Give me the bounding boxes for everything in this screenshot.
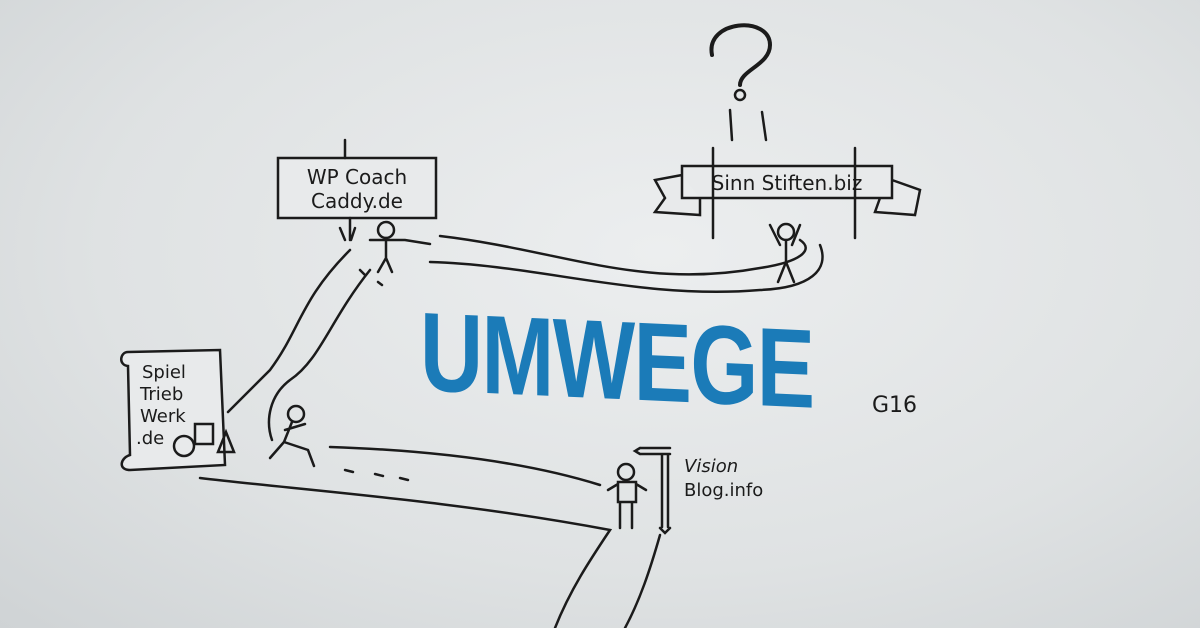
path-line xyxy=(267,268,372,442)
spiel-trieb-scroll xyxy=(120,348,227,472)
figure-running xyxy=(286,404,306,424)
path-line xyxy=(226,248,352,414)
figure-sinn xyxy=(776,222,796,242)
path-dashes xyxy=(343,108,768,482)
spiel-line3: Werk xyxy=(140,406,186,427)
vision-signpost xyxy=(632,446,672,535)
figure-wp xyxy=(376,220,396,240)
path-line xyxy=(328,445,602,487)
wp-coach-line2: Caddy.de xyxy=(311,189,403,213)
wp-coach-line1: WP Coach xyxy=(307,165,407,189)
spiel-line1: Spiel xyxy=(142,362,186,383)
question-mark-dot xyxy=(733,88,747,102)
path-line xyxy=(198,476,613,628)
question-mark-icon xyxy=(709,23,773,87)
wp-coach-sign-board xyxy=(276,156,438,220)
signature: G16 xyxy=(872,393,917,418)
vision-line2: Blog.info xyxy=(684,480,763,501)
path-line xyxy=(438,234,807,276)
figure-vision xyxy=(616,462,636,482)
vision-line1: Vision xyxy=(684,456,738,477)
path-line xyxy=(428,243,824,294)
spiel-line4: .de xyxy=(136,428,164,449)
spiel-line2: Trieb xyxy=(139,384,183,405)
title-umwege: UMWEGE xyxy=(420,289,814,432)
path-line xyxy=(623,533,662,628)
sinn-stiften-label: Sinn Stiften.biz xyxy=(712,171,863,195)
